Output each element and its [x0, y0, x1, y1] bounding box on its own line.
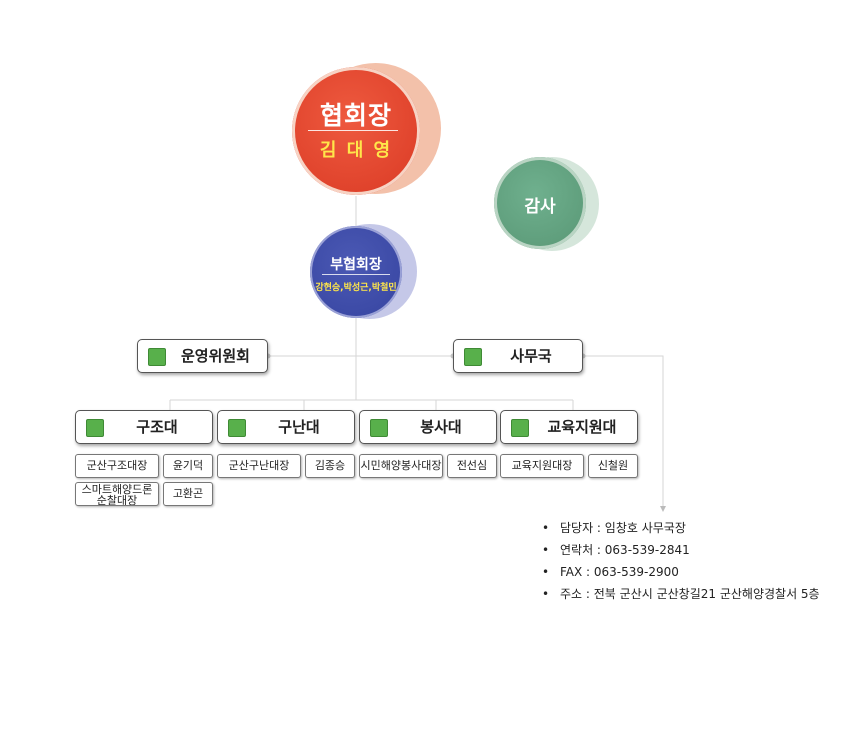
committee-label: 운영위원회	[180, 347, 250, 365]
unit-rescue-box[interactable]: 구조대	[75, 410, 213, 444]
contact-arrow-head	[660, 506, 666, 512]
unit-salvage-box[interactable]: 구난대	[217, 410, 355, 444]
unit-volunteer-marker-icon	[370, 419, 388, 437]
rescue-role-1: 군산구조대장	[75, 454, 159, 478]
unit-rescue-label: 구조대	[136, 418, 178, 436]
salvage-name-1: 김종승	[305, 454, 355, 478]
unit-rescue-marker-icon	[86, 419, 104, 437]
contact-address: •주소 : 전북 군산시 군산창길21 군산해양경찰서 5층	[542, 587, 820, 601]
volunteer-name-1: 전선심	[447, 454, 497, 478]
committee-box[interactable]: 운영위원회	[137, 339, 268, 373]
contact-fax: •FAX : 063-539-2900	[542, 565, 679, 579]
rescue-role-2: 스마트해양드론 순찰대장	[75, 482, 159, 506]
volunteer-role-1: 시민해양봉사대장	[359, 454, 443, 478]
vice-president-divider	[322, 274, 390, 275]
vice-president-names: 강현승,박성근,박철민	[315, 283, 397, 293]
unit-volunteer-box[interactable]: 봉사대	[359, 410, 497, 444]
contact-manager: •담당자 : 임창호 사무국장	[542, 521, 686, 535]
secretariat-marker-icon	[464, 348, 482, 366]
rescue-name-1: 윤기덕	[163, 454, 213, 478]
contact-arrow-line	[583, 355, 664, 508]
unit-volunteer-label: 봉사대	[420, 418, 462, 436]
salvage-role-1: 군산구난대장	[217, 454, 301, 478]
vice-president-circle	[310, 226, 402, 318]
unit-education-marker-icon	[511, 419, 529, 437]
committee-marker-icon	[148, 348, 166, 366]
president-title: 협회장	[319, 101, 392, 130]
president-circle	[292, 67, 420, 195]
contact-phone: •연락처 : 063-539-2841	[542, 543, 690, 557]
education-role-1: 교육지원대장	[500, 454, 584, 478]
unit-salvage-marker-icon	[228, 419, 246, 437]
president-divider	[308, 130, 398, 131]
auditor-circle	[494, 157, 586, 249]
education-name-1: 신철원	[588, 454, 638, 478]
auditor-title: 감사	[524, 197, 556, 217]
president-name: 김 대 영	[319, 140, 393, 161]
secretariat-label: 사무국	[510, 347, 552, 365]
unit-education-label: 교육지원대	[547, 418, 617, 436]
rescue-name-2: 고환곤	[163, 482, 213, 506]
secretariat-box[interactable]: 사무국	[453, 339, 583, 373]
unit-education-box[interactable]: 교육지원대	[500, 410, 638, 444]
vice-president-title: 부협회장	[330, 257, 382, 273]
contact-info-list: •담당자 : 임창호 사무국장 •연락처 : 063-539-2841 •FAX…	[542, 518, 820, 606]
unit-salvage-label: 구난대	[278, 418, 320, 436]
